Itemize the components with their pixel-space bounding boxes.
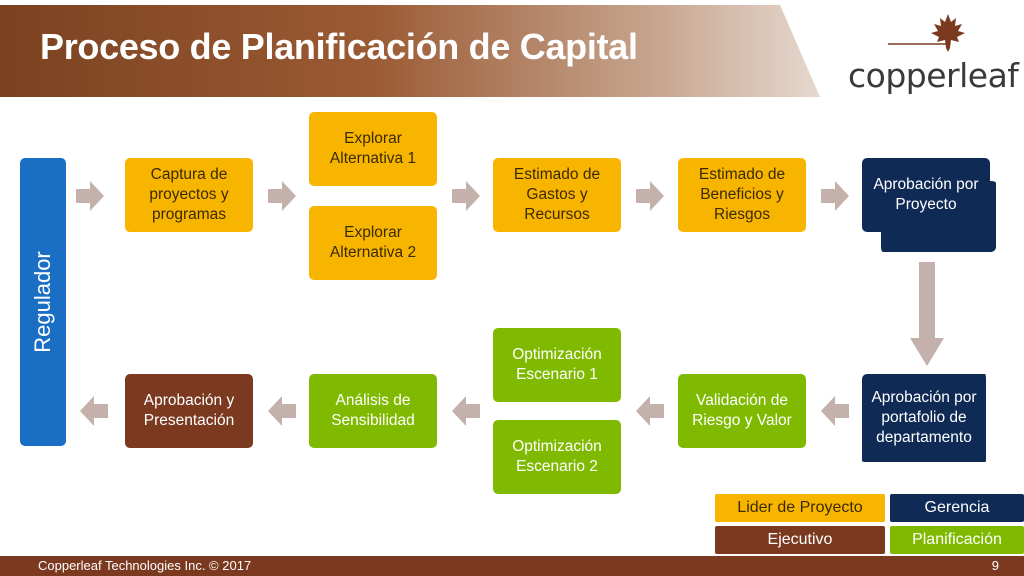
page-title: Proceso de Planificación de Capital — [40, 26, 638, 67]
node-gastos: Estimado de Gastos y Recursos — [493, 158, 621, 232]
title-bar — [0, 5, 820, 97]
node-optimizacion-1: Optimización Escenario 1 — [493, 328, 621, 402]
arrow-left — [452, 396, 480, 426]
node-beneficios: Estimado de Beneficios y Riesgos — [678, 158, 806, 232]
arrow-right — [76, 181, 104, 211]
node-aprobacion-presentacion: Aprobación y Presentación — [125, 374, 253, 448]
arrow-left — [268, 396, 296, 426]
arrow-down — [910, 262, 944, 366]
node-analisis: Análisis de Sensibilidad — [309, 374, 437, 448]
arrow-left — [80, 396, 108, 426]
legend-planificacion: Planificación — [890, 526, 1024, 554]
regulador-label: Regulador — [30, 251, 55, 353]
arrow-right — [268, 181, 296, 211]
maple-leaf-icon — [888, 14, 965, 52]
regulador-bar: Regulador — [20, 158, 66, 446]
arrow-left — [821, 396, 849, 426]
arrow-left — [636, 396, 664, 426]
node-explorar-2: Explorar Alternativa 2 — [309, 206, 437, 280]
arrow-right — [821, 181, 849, 211]
arrow-right — [452, 181, 480, 211]
logo-text: copperleaf — [848, 56, 1019, 95]
node-validacion: Validación de Riesgo y Valor — [678, 374, 806, 448]
node-captura: Captura de proyectos y programas — [125, 158, 253, 232]
legend-lider: Lider de Proyecto — [715, 494, 885, 522]
legend-ejecutivo: Ejecutivo — [715, 526, 885, 554]
node-aprobacion-proyecto: Aprobación por Proyecto — [862, 158, 990, 232]
arrow-right — [636, 181, 664, 211]
legend-gerencia: Gerencia — [890, 494, 1024, 522]
footer-copyright: Copperleaf Technologies Inc. © 2017 — [38, 558, 252, 573]
copperleaf-logo: copperleaf — [848, 12, 1019, 96]
footer: Copperleaf Technologies Inc. © 2017 9 — [0, 556, 1024, 576]
node-explorar-1: Explorar Alternativa 1 — [309, 112, 437, 186]
node-aprobacion-portafolio: Aprobación por portafolio de departament… — [862, 374, 990, 466]
node-optimizacion-2: Optimización Escenario 2 — [493, 420, 621, 494]
page-number: 9 — [991, 558, 999, 573]
